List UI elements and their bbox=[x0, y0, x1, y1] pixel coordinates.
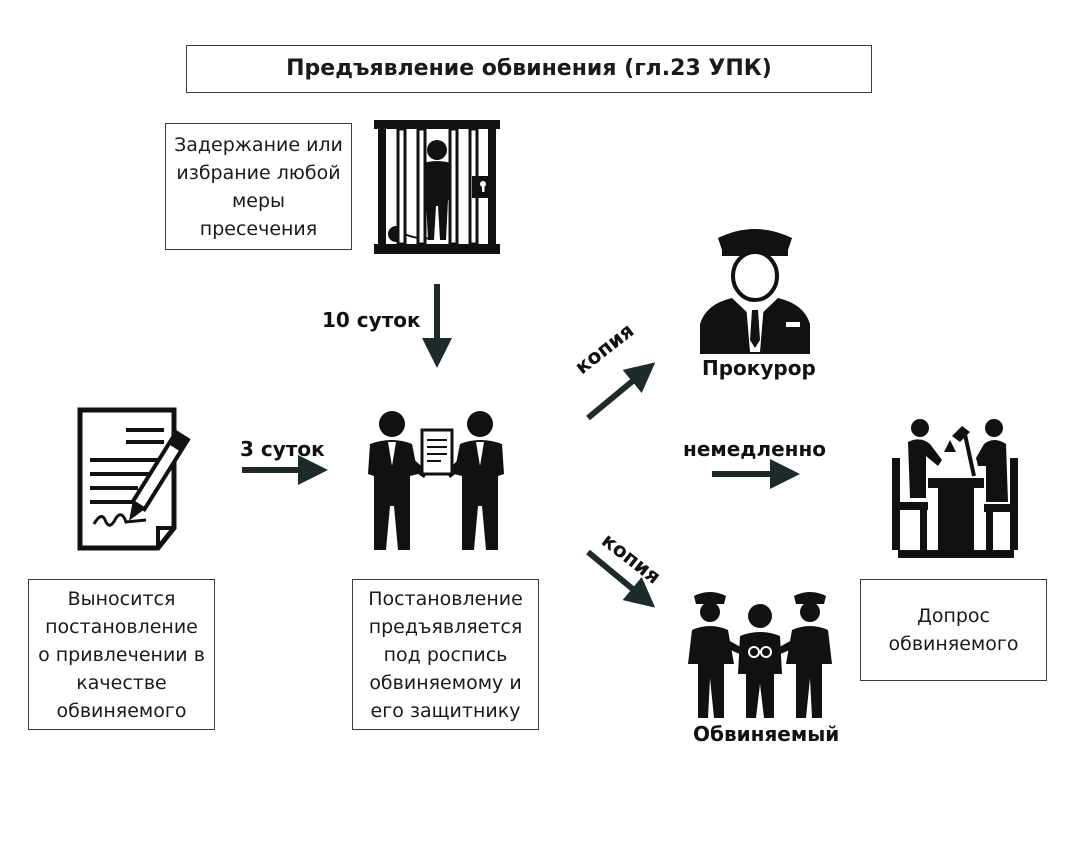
page-title: Предъявление обвинения (гл.23 УПК) bbox=[186, 45, 872, 93]
interrogation-box: Допрос обвиняемого bbox=[860, 579, 1047, 681]
label-accused: Обвиняемый bbox=[693, 722, 840, 746]
prison-bars-icon bbox=[374, 120, 500, 254]
label-10-days: 10 суток bbox=[322, 308, 421, 332]
detention-box: Задержание или избрание любой меры пресе… bbox=[165, 123, 352, 250]
decision-box: Выносится постановление о привлечении в … bbox=[28, 579, 215, 730]
signed-document-icon bbox=[77, 407, 191, 551]
label-immediately: немедленно bbox=[683, 437, 827, 461]
handover-document-icon bbox=[368, 411, 504, 550]
interrogation-table-icon bbox=[892, 419, 1018, 558]
presented-box: Постановление предъявляется под роспись … bbox=[352, 579, 539, 730]
prosecutor-icon bbox=[700, 229, 810, 354]
label-prosecutor: Прокурор bbox=[702, 356, 816, 380]
accused-escort-icon bbox=[688, 592, 832, 718]
